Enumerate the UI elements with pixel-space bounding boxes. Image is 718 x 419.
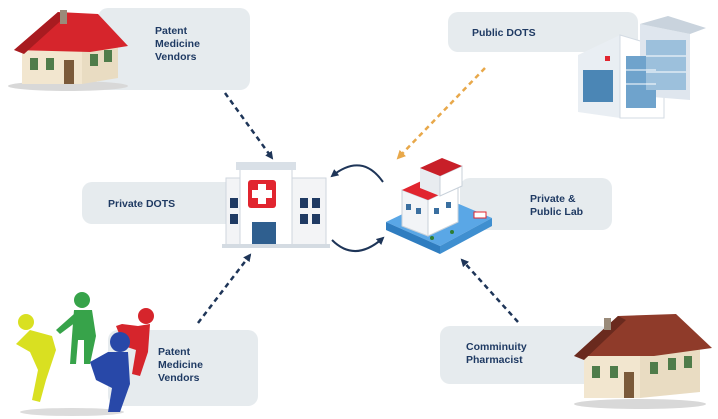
people-circle-icon (16, 292, 154, 416)
private-dots-label: Private DOTS (108, 198, 175, 211)
private-public-lab-line-1: Private & (530, 193, 576, 205)
arrow-patent-bottom-to-private-dots (197, 253, 252, 324)
hospital-icon (386, 158, 492, 254)
patent-vendors-top-line-1: Patent (155, 25, 188, 37)
arrow-public-dots-to-lab (396, 67, 486, 160)
patent-vendors-top-label: Patent Medicine Vendors (155, 25, 200, 64)
private-public-lab-label: Private & Public Lab (530, 193, 583, 219)
clinic-icon (222, 162, 330, 248)
house-icon (8, 10, 128, 91)
patent-vendors-top-box (98, 8, 250, 90)
community-pharmacist-line-1: Comminuity (466, 341, 527, 353)
community-pharmacist-label: Comminuity Pharmacist (466, 341, 527, 367)
public-dots-line-1: Public DOTS (472, 27, 536, 39)
patent-vendors-bottom-line-1: Patent (158, 346, 191, 358)
patent-vendors-top-line-3: Vendors (155, 51, 197, 63)
arrow-lab-to-private-dots (330, 164, 384, 183)
private-public-lab-line-2: Public Lab (530, 206, 584, 218)
house-icon (574, 314, 712, 409)
community-pharmacist-line-2: Pharmacist (466, 354, 523, 366)
public-dots-label: Public DOTS (472, 27, 536, 40)
private-dots-line-1: Private DOTS (108, 198, 176, 210)
private-dots-box (82, 182, 252, 224)
patent-vendors-bottom-line-3: Vendors (158, 372, 200, 384)
arrow-patent-top-to-private-dots (223, 92, 274, 160)
arrow-private-dots-to-lab (331, 236, 385, 252)
arrow-pharmacist-to-lab (460, 258, 519, 323)
building-icon (578, 16, 706, 119)
patent-vendors-bottom-line-2: Medicine (158, 359, 203, 371)
patent-vendors-top-line-2: Medicine (155, 38, 200, 50)
patent-vendors-bottom-label: Patent Medicine Vendors (158, 346, 203, 385)
